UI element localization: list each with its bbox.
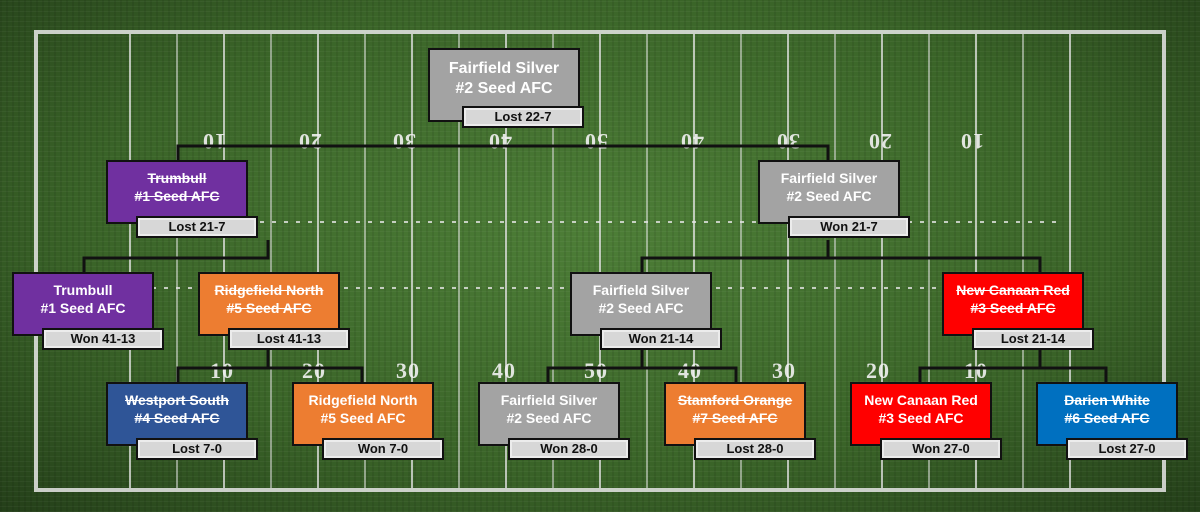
team-card-quarterfinal[interactable]: Fairfield Silver #2 Seed AFC	[570, 272, 712, 336]
team-seed: #6 Seed AFC	[1064, 410, 1150, 426]
game-result: Won 28-0	[508, 438, 630, 460]
team-name: Trumbull	[53, 282, 113, 298]
team-name: New Canaan Red	[864, 392, 978, 408]
game-result: Lost 7-0	[136, 438, 258, 460]
team-card-first-round[interactable]: Ridgefield North #5 Seed AFC	[292, 382, 434, 446]
yard-number-bottom: 40	[678, 358, 702, 383]
game-result: Won 21-7	[788, 216, 910, 238]
team-seed: #2 Seed AFC	[455, 80, 553, 97]
yard-number-bottom: 30	[396, 358, 420, 383]
team-card-first-round[interactable]: Fairfield Silver #2 Seed AFC	[478, 382, 620, 446]
team-name: Ridgefield North	[308, 392, 418, 408]
team-seed: #2 Seed AFC	[506, 410, 592, 426]
yard-number-bottom: 40	[492, 358, 516, 383]
team-seed: #5 Seed AFC	[320, 410, 406, 426]
team-seed: #2 Seed AFC	[786, 188, 872, 204]
team-seed: #7 Seed AFC	[692, 410, 778, 426]
team-card-first-round[interactable]: New Canaan Red #3 Seed AFC	[850, 382, 992, 446]
yard-number-bottom: 20	[302, 358, 326, 383]
game-result: Won 7-0	[322, 438, 444, 460]
team-card-first-round[interactable]: Stamford Orange #7 Seed AFC	[664, 382, 806, 446]
team-name: Fairfield Silver	[500, 392, 598, 408]
game-result: Lost 41-13	[228, 328, 350, 350]
yard-number-bottom: 50	[584, 358, 608, 383]
team-card-quarterfinal[interactable]: Trumbull #1 Seed AFC	[12, 272, 154, 336]
game-result: Won 27-0	[880, 438, 1002, 460]
team-card-semifinal-left[interactable]: Trumbull #1 Seed AFC	[106, 160, 248, 224]
team-card-semifinal-right[interactable]: Fairfield Silver #2 Seed AFC	[758, 160, 900, 224]
team-seed: #2 Seed AFC	[598, 300, 684, 316]
yard-number-bottom: 20	[866, 358, 890, 383]
game-result: Lost 21-14	[972, 328, 1094, 350]
team-name: Darien White	[1064, 392, 1150, 408]
game-result: Lost 28-0	[694, 438, 816, 460]
team-name: Fairfield Silver	[780, 170, 878, 186]
team-name: Fairfield Silver	[592, 282, 690, 298]
game-result: Won 41-13	[42, 328, 164, 350]
team-name: Stamford Orange	[677, 392, 793, 408]
team-seed: #3 Seed AFC	[878, 410, 964, 426]
team-card-quarterfinal[interactable]: New Canaan Red #3 Seed AFC	[942, 272, 1084, 336]
team-card-first-round[interactable]: Westport South #4 Seed AFC	[106, 382, 248, 446]
team-name: Westport South	[125, 392, 229, 408]
team-seed: #1 Seed AFC	[134, 188, 220, 204]
game-result: Won 21-14	[600, 328, 722, 350]
team-name: Trumbull	[147, 170, 207, 186]
yard-number-bottom: 10	[964, 358, 988, 383]
team-seed: #4 Seed AFC	[134, 410, 220, 426]
team-seed: #5 Seed AFC	[226, 300, 312, 316]
team-seed: #1 Seed AFC	[40, 300, 126, 316]
yard-number-bottom: 30	[772, 358, 796, 383]
game-result: Lost 21-7	[136, 216, 258, 238]
yard-number-bottom: 10	[210, 358, 234, 383]
team-name: New Canaan Red	[956, 282, 1070, 298]
team-seed: #3 Seed AFC	[970, 300, 1056, 316]
team-name: Ridgefield North	[214, 282, 324, 298]
team-card-quarterfinal[interactable]: Ridgefield North #5 Seed AFC	[198, 272, 340, 336]
game-result: Lost 27-0	[1066, 438, 1188, 460]
game-result: Lost 22-7	[462, 106, 584, 128]
team-name: Fairfield Silver	[448, 60, 560, 77]
team-card-first-round[interactable]: Darien White #6 Seed AFC	[1036, 382, 1178, 446]
